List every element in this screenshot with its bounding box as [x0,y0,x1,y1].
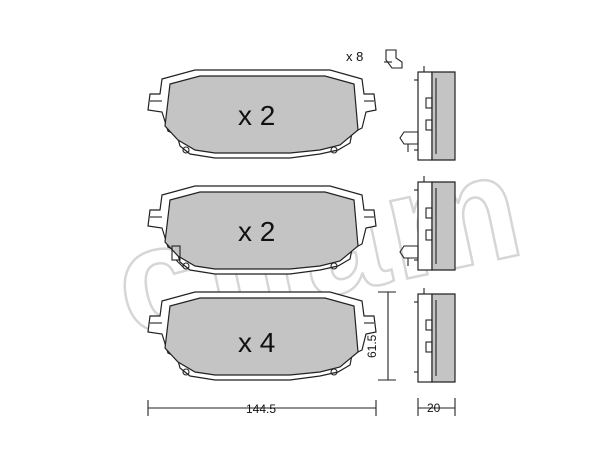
brake-pad-side-1 [399,65,456,161]
width-dimension: 144.5 [147,400,377,416]
brake-pad-side-3 [413,287,456,383]
brake-pad-side-2 [399,175,456,271]
width-dimension-value: 144.5 [246,402,276,416]
pad-quantity-3: x 4 [238,327,275,358]
hardware-quantity-label: x 8 [346,49,363,64]
height-dimension-value: 61.5 [365,334,379,358]
spring-clip-icon [399,131,419,152]
brake-pad-front-3: x 4 [147,291,377,381]
thickness-dimension: 20 [417,398,456,416]
brake-pad-front-1: x 2 [147,69,377,159]
thickness-dimension-value: 20 [427,401,441,415]
pad-quantity-2: x 2 [238,216,275,247]
pad-quantity-1: x 2 [238,100,275,131]
height-dimension: 61.5 [365,291,396,381]
clip-icon [384,49,403,69]
brake-pad-front-2: x 2 [147,185,377,275]
spring-clip-icon [399,245,419,266]
wear-sensor-tab [171,245,185,269]
